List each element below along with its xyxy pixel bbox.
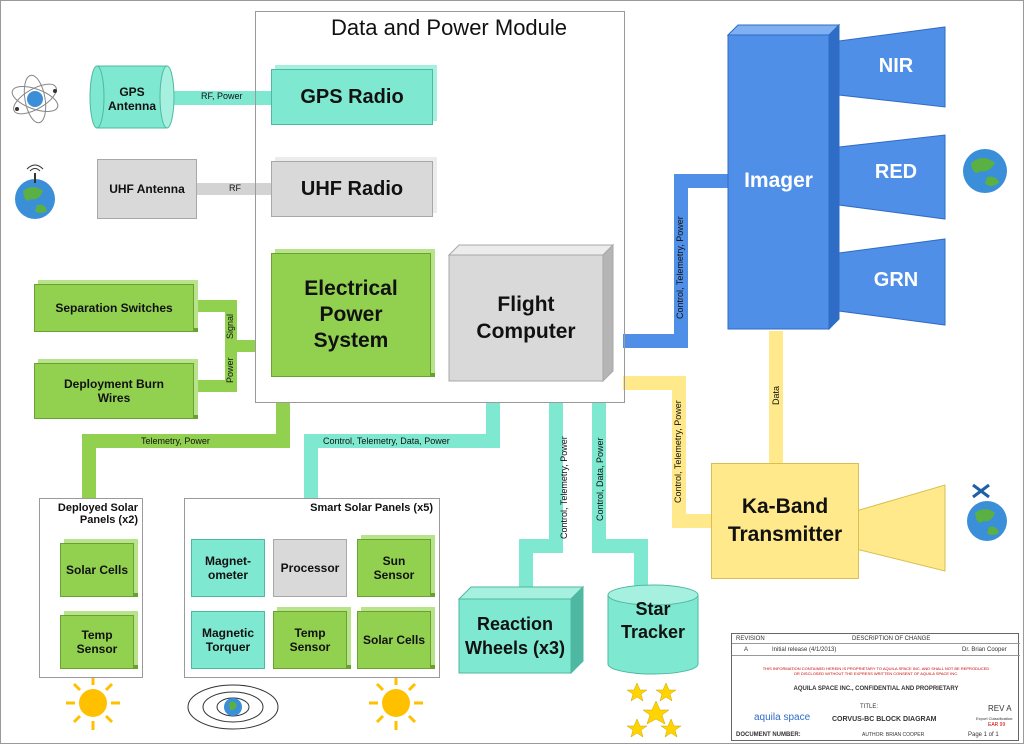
earth-icon (15, 179, 55, 219)
smart-panels-title: Smart Solar Panels (x5) (310, 502, 433, 514)
sun-icon (369, 676, 423, 730)
imager-body (726, 23, 841, 331)
link-label-telemetry-power: Telemetry, Power (141, 436, 210, 446)
diagram-title: CORVUS-BC BLOCK DIAGRAM (832, 716, 937, 723)
link-label-reaction-wheels: Control, Telemetry, Power (559, 436, 569, 539)
filter-nir: NIR (878, 54, 914, 77)
gps-antenna-label: GPS Antenna (108, 85, 156, 113)
link-label-data: Data (771, 385, 781, 405)
uhf-antenna: UHF Antenna (97, 159, 197, 219)
link-label-rf-power: RF, Power (201, 91, 243, 101)
gps-antenna-shape (89, 65, 175, 129)
link-label-signal: Signal (225, 313, 235, 339)
link-label-ka: Control, Telemetry, Power (673, 400, 683, 503)
link-smart (304, 403, 500, 499)
notice: THIS INFORMATION CONTAINED HEREIN IS PRO… (762, 666, 990, 676)
rev-row: A (744, 647, 749, 653)
confidential: AQUILA SPACE INC., CONFIDENTIAL AND PROP… (793, 686, 959, 692)
link-sep (196, 300, 256, 352)
deployed-panels-title: Deployed Solar Panels (x2) (57, 502, 138, 526)
logo-text: aquila space (754, 712, 811, 723)
rev-desc: Initial release (4/1/2013) (772, 647, 837, 653)
rev-author: Dr. Brian Cooper (962, 647, 1007, 653)
link-label-control-telemetry-data-power: Control, Telemetry, Data, Power (323, 436, 450, 446)
filter-red: RED (874, 160, 918, 183)
export-value: EAR 99 (988, 722, 1006, 728)
electrical-power-system: Electrical Power System (271, 253, 431, 377)
link-burn (196, 346, 237, 392)
author: AUTHOR: BRIAN COOPER (862, 732, 925, 738)
uhf-radio: UHF Radio (271, 161, 433, 217)
sun-icon (66, 676, 120, 730)
sun-sensor: Sun Sensor (357, 539, 431, 597)
page-number: Page 1 of 1 (968, 732, 999, 738)
title-label: TITLE: (860, 704, 879, 710)
deployed-solar-cells: Solar Cells (60, 543, 134, 597)
link-label-power: Power (225, 357, 235, 383)
star-tracker-shape (607, 584, 699, 675)
link-deployed (82, 403, 290, 499)
reaction-wheels-shape (457, 585, 585, 675)
deployed-temp-sensor: Temp Sensor (60, 615, 134, 669)
revision-header: REVISION (736, 636, 765, 642)
magnetic-torquer: Magnetic Torquer (191, 611, 265, 669)
magnetic-field-icon (187, 684, 279, 730)
link-st (592, 403, 648, 591)
title-block-header-row: REVISION DESCRIPTION OF CHANGE (732, 634, 1020, 644)
module-title: Data and Power Module (331, 15, 568, 40)
link-label-star-tracker: Control, Data, Power (595, 437, 605, 521)
reaction-wheels: Reaction Wheels (x3) (464, 613, 566, 658)
flight-computer: Flight Computer (476, 292, 576, 343)
title-block: REVISION DESCRIPTION OF CHANGE A Initial… (731, 633, 1020, 741)
antenna-signal-icon (26, 164, 44, 183)
gps-radio: GPS Radio (271, 69, 433, 125)
link-label-rf: RF (229, 183, 241, 193)
imager-filters (838, 26, 946, 326)
link-rw (519, 403, 563, 591)
filter-grn: GRN (873, 268, 919, 291)
ka-band-horn (855, 484, 946, 572)
stars-icon (626, 682, 682, 738)
gps-orbit-icon (11, 74, 59, 124)
ka-band-transmitter: Ka-Band Transmitter (711, 463, 859, 579)
rev-letter: REV A (988, 704, 1012, 713)
smart-solar-panels: Smart Solar Panels (x5) Magnet- ometer P… (184, 498, 440, 678)
star-tracker: Star Tracker (620, 598, 686, 642)
flight-computer-shape (447, 243, 615, 383)
link-ka (623, 376, 713, 528)
satellite-icon (972, 483, 990, 499)
title-block-rev-row: A Initial release (4/1/2013) Dr. Brian C… (732, 644, 1020, 656)
link-imager (623, 174, 729, 348)
doc-number-label: DOCUMENT NUMBER: (736, 732, 801, 738)
link-label-imager: Control, Telemetry, Power (675, 216, 685, 319)
imager: Imager (744, 169, 813, 192)
export-label: Export Classification: (976, 716, 1014, 721)
smart-temp-sensor: Temp Sensor (273, 611, 347, 669)
separation-switches: Separation Switches (34, 284, 194, 332)
earth-icon (963, 149, 1007, 193)
magnetometer: Magnet- ometer (191, 539, 265, 597)
data-power-module (255, 11, 625, 403)
description-header: DESCRIPTION OF CHANGE (852, 636, 931, 642)
deployment-burn-wires: Deployment Burn Wires (34, 363, 194, 419)
smart-solar-cells: Solar Cells (357, 611, 431, 669)
deployed-solar-panels: Deployed Solar Panels (x2) Solar Cells T… (39, 498, 143, 678)
earth-icon (967, 501, 1007, 541)
processor: Processor (273, 539, 347, 597)
